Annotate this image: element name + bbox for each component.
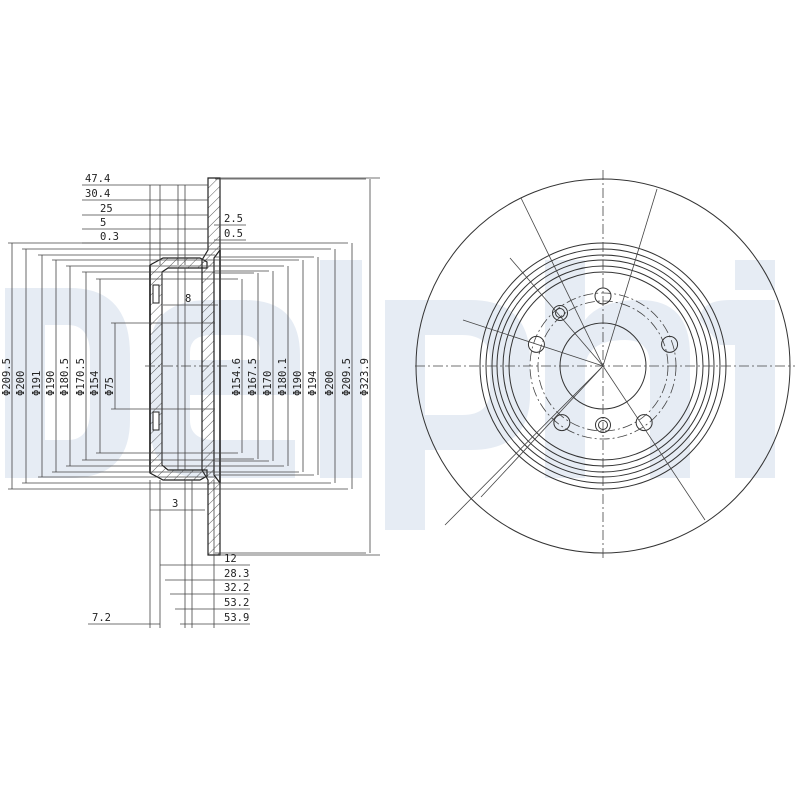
dimension-label: 30.4 bbox=[85, 188, 110, 200]
dimension-label: 0.3 bbox=[100, 231, 119, 243]
diameter-label: Φ154 bbox=[89, 371, 101, 396]
front-view bbox=[415, 170, 795, 560]
dimension-label: 28.3 bbox=[224, 568, 249, 580]
dimension-label: 25 bbox=[100, 203, 113, 215]
diameter-label: Φ154.6 bbox=[231, 358, 243, 396]
diameter-label: Φ200 bbox=[15, 371, 27, 396]
dimension-label: 5 bbox=[100, 217, 106, 229]
dimension-label: 47.4 bbox=[85, 173, 110, 185]
diameter-label: Φ170 bbox=[262, 371, 274, 396]
diameter-label: Φ167.5 bbox=[247, 358, 259, 396]
locating-hole bbox=[552, 305, 568, 321]
dimension-label: 12 bbox=[224, 553, 237, 565]
dimension-label: 32.2 bbox=[224, 582, 249, 594]
diameter-label: Φ180.1 bbox=[277, 358, 289, 396]
dimension-label: 0.5 bbox=[224, 228, 243, 240]
dimension-label: 8 bbox=[185, 293, 191, 305]
locating-hole bbox=[595, 417, 611, 433]
diameter-label: Φ170.5 bbox=[75, 358, 87, 396]
bolt-hole bbox=[553, 414, 571, 432]
diameter-label: Φ190 bbox=[45, 371, 57, 396]
diameter-label: Φ200 bbox=[324, 371, 336, 396]
diameter-label: Φ180.5 bbox=[59, 358, 71, 396]
bolt-hole bbox=[594, 287, 612, 305]
bolt-hole bbox=[661, 335, 679, 353]
dimension-label: 53.9 bbox=[224, 612, 249, 624]
bolt-hole bbox=[527, 335, 545, 353]
dimension-label: 7.2 bbox=[92, 612, 111, 624]
diameter-label: Φ323.9 bbox=[359, 358, 371, 396]
diameter-label: Φ209.5 bbox=[341, 358, 353, 396]
diameter-label: Φ191 bbox=[31, 371, 43, 396]
diameter-label: Φ75 bbox=[104, 377, 116, 396]
diameter-label: Φ209.5 bbox=[1, 358, 13, 396]
dimension-label: 3 bbox=[172, 498, 178, 510]
dimension-label: 2.5 bbox=[224, 213, 243, 225]
diameter-label: Φ194 bbox=[307, 371, 319, 396]
dimension-label: 53.2 bbox=[224, 597, 249, 609]
diameter-label: Φ190 bbox=[292, 371, 304, 396]
bolt-hole bbox=[635, 414, 653, 432]
delphi-watermark bbox=[5, 260, 775, 530]
